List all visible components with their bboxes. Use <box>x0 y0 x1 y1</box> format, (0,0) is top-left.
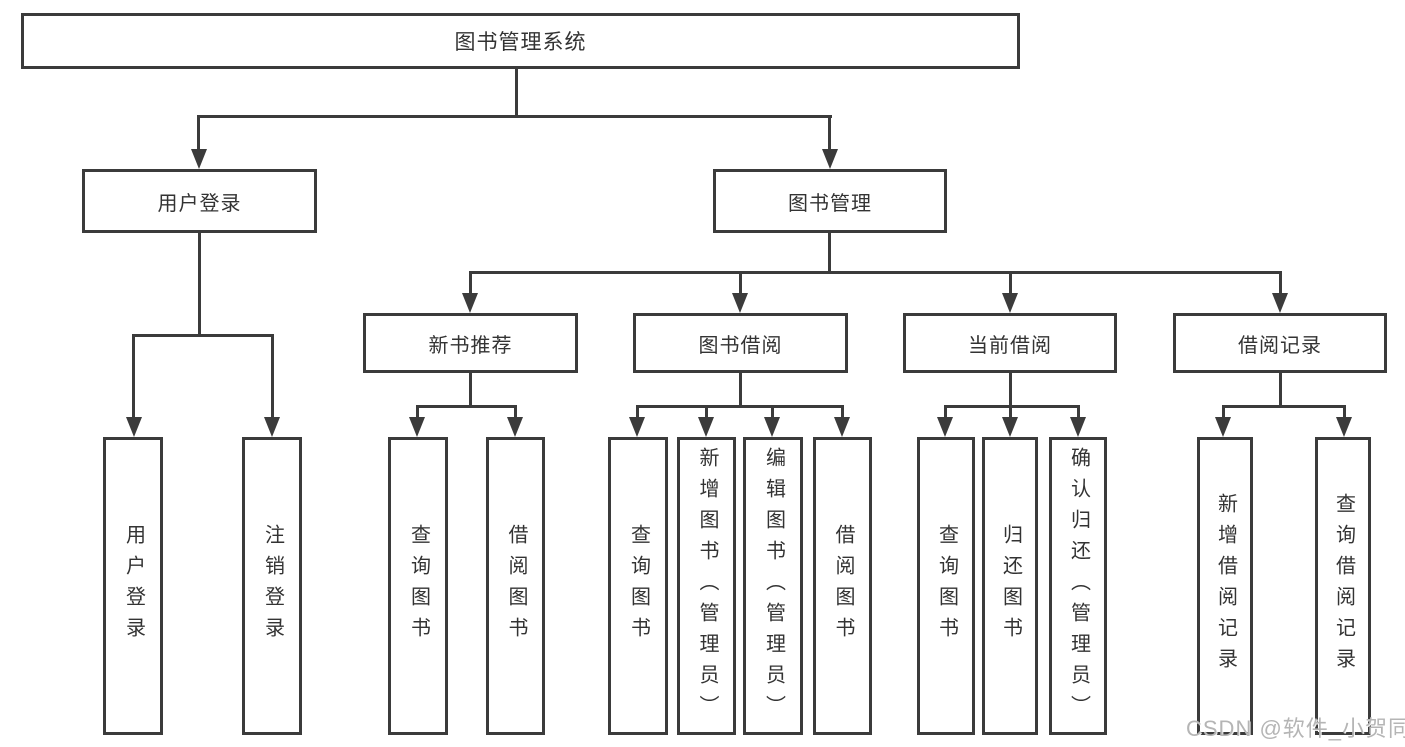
connector-line <box>197 115 832 118</box>
leaf-add-borrow-record: 新增借阅记录 <box>1197 437 1253 735</box>
leaf-query-borrow-record-label: 查询借阅记录 <box>1332 493 1355 679</box>
connector-line <box>771 405 774 419</box>
leaf-query-books-borrow: 查询图书 <box>608 437 668 735</box>
node-borrow-records-label: 借阅记录 <box>1238 334 1322 357</box>
connector-line <box>469 373 472 408</box>
node-current-borrow: 当前借阅 <box>903 313 1117 373</box>
connector-line <box>1009 271 1012 295</box>
leaf-user-login-label: 用户登录 <box>122 524 145 648</box>
connector-line <box>132 334 274 337</box>
connector-line <box>739 271 742 295</box>
connector-line <box>636 405 844 408</box>
connector-line <box>271 334 274 418</box>
leaf-add-borrow-record-label: 新增借阅记录 <box>1214 493 1237 679</box>
connector-line <box>1222 405 1225 419</box>
arrowhead-down-icon <box>629 417 645 437</box>
connector-line <box>132 334 135 418</box>
connector-line <box>514 405 517 419</box>
connector-line <box>944 405 1080 408</box>
connector-line <box>705 405 708 419</box>
connector-line <box>469 271 472 295</box>
arrowhead-down-icon <box>1070 417 1086 437</box>
arrowhead-down-icon <box>409 417 425 437</box>
csdn-watermark: CSDN @软件_小贺同学 <box>1186 716 1405 741</box>
node-borrow-records: 借阅记录 <box>1173 313 1387 373</box>
node-book-borrow-label: 图书借阅 <box>698 334 783 357</box>
arrowhead-down-icon <box>126 417 142 437</box>
connector-line <box>739 373 742 408</box>
node-current-borrow-label: 当前借阅 <box>968 334 1052 357</box>
connector-line <box>416 405 419 419</box>
arrowhead-down-icon <box>698 417 714 437</box>
leaf-confirm-return-admin: 确认归还（管理员） <box>1049 437 1107 735</box>
arrowhead-down-icon <box>507 417 523 437</box>
connector-line <box>1009 405 1012 419</box>
arrowhead-down-icon <box>264 417 280 437</box>
node-book-management-label: 图书管理 <box>788 192 872 215</box>
leaf-logout: 注销登录 <box>242 437 302 735</box>
connector-line <box>944 405 947 419</box>
leaf-user-login: 用户登录 <box>103 437 163 735</box>
connector-line <box>1009 373 1012 408</box>
leaf-query-books-recommend-label: 查询图书 <box>407 524 430 648</box>
arrowhead-down-icon <box>1002 417 1018 437</box>
connector-line <box>515 69 518 118</box>
node-book-borrow: 图书借阅 <box>633 313 848 373</box>
connector-line <box>416 405 517 408</box>
leaf-query-books-current-label: 查询图书 <box>935 524 958 648</box>
leaf-return-book: 归还图书 <box>982 437 1038 735</box>
leaf-add-book-admin: 新增图书（管理员） <box>677 437 736 735</box>
arrowhead-down-icon <box>834 417 850 437</box>
arrowhead-down-icon <box>462 293 478 313</box>
connector-line <box>828 233 831 274</box>
leaf-query-borrow-record: 查询借阅记录 <box>1315 437 1371 735</box>
connector-line <box>1279 373 1282 408</box>
node-new-book-recommend-label: 新书推荐 <box>428 334 513 357</box>
leaf-return-book-label: 归还图书 <box>999 524 1022 648</box>
leaf-edit-book-admin-label: 编辑图书（管理员） <box>762 446 785 726</box>
connector-line <box>1222 405 1346 408</box>
connector-line <box>828 115 831 151</box>
arrowhead-down-icon <box>822 149 838 169</box>
connector-line <box>1077 405 1080 419</box>
arrowhead-down-icon <box>1215 417 1231 437</box>
node-library-system: 图书管理系统 <box>21 13 1020 69</box>
arrowhead-down-icon <box>937 417 953 437</box>
leaf-borrow-books-recommend: 借阅图书 <box>486 437 545 735</box>
arrowhead-down-icon <box>764 417 780 437</box>
arrowhead-down-icon <box>191 149 207 169</box>
arrowhead-down-icon <box>1002 293 1018 313</box>
node-new-book-recommend: 新书推荐 <box>363 313 578 373</box>
connector-line <box>469 271 1282 274</box>
leaf-borrow-books-borrow-label: 借阅图书 <box>832 524 854 648</box>
leaf-borrow-books-recommend-label: 借阅图书 <box>505 524 527 648</box>
node-user-login-label: 用户登录 <box>157 192 242 215</box>
node-book-management: 图书管理 <box>713 169 947 233</box>
connector-line <box>198 233 201 337</box>
arrowhead-down-icon <box>1336 417 1352 437</box>
leaf-logout-label: 注销登录 <box>261 524 284 648</box>
connector-line <box>841 405 844 419</box>
leaf-query-books-borrow-label: 查询图书 <box>627 524 650 648</box>
leaf-add-book-admin-label: 新增图书（管理员） <box>696 446 718 726</box>
leaf-confirm-return-admin-label: 确认归还（管理员） <box>1067 446 1090 726</box>
node-user-login: 用户登录 <box>82 169 317 233</box>
arrowhead-down-icon <box>1272 293 1288 313</box>
leaf-query-books-recommend: 查询图书 <box>388 437 448 735</box>
connector-line <box>1343 405 1346 419</box>
node-library-system-label: 图书管理系统 <box>454 31 587 54</box>
arrowhead-down-icon <box>732 293 748 313</box>
leaf-query-books-current: 查询图书 <box>917 437 975 735</box>
leaf-borrow-books-borrow: 借阅图书 <box>813 437 872 735</box>
connector-line <box>1279 271 1282 295</box>
leaf-edit-book-admin: 编辑图书（管理员） <box>743 437 803 735</box>
connector-line <box>197 115 200 151</box>
connector-line <box>636 405 639 419</box>
